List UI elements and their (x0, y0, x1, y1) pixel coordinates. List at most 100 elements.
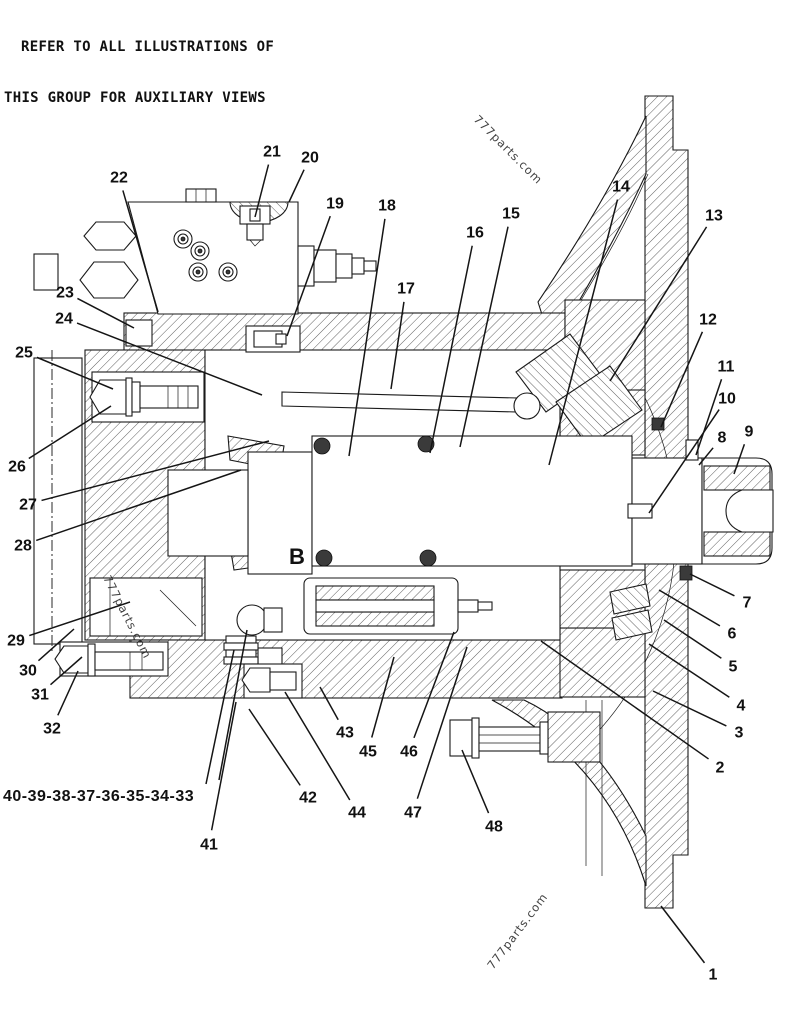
callout-47: 47 (404, 805, 422, 822)
callout-42: 42 (299, 790, 317, 807)
callout-46: 46 (400, 744, 418, 761)
stack-callout: 40-39-38-37-36-35-34-33 (3, 629, 248, 805)
plate-bolt-upper (89, 371, 205, 423)
callout-32: 32 (43, 721, 61, 738)
header-note: REFER TO ALL ILLUSTRATIONS OF THIS GROUP… (4, 5, 274, 141)
callout-leader-30 (37, 628, 75, 662)
callout-9: 9 (745, 424, 754, 441)
callout-leader-28 (35, 469, 242, 542)
callout-27: 27 (19, 497, 37, 514)
output-yoke (701, 457, 774, 565)
callout-30: 30 (19, 663, 37, 680)
callout-22: 22 (110, 170, 128, 187)
callout-28: 28 (14, 538, 32, 555)
callout-leader-46 (413, 631, 455, 739)
callout-20: 20 (301, 150, 319, 167)
drive-shaft (167, 417, 703, 581)
callout-leader-4 (648, 643, 730, 698)
callout-45: 45 (359, 744, 377, 761)
callout-11: 11 (718, 359, 735, 376)
callout-leader-42 (248, 708, 301, 786)
callout-leader-31 (50, 656, 83, 686)
callout-29: 29 (7, 633, 25, 650)
callout-leader-19 (286, 215, 331, 337)
o-ring-seal (419, 549, 437, 567)
callout-leader-43 (319, 686, 339, 721)
callout-48: 48 (485, 819, 503, 836)
callout-leader-44 (284, 691, 351, 801)
callout-leader-24 (76, 322, 263, 396)
callout-10: 10 (718, 391, 736, 408)
callout-leader-5 (663, 619, 722, 659)
callout-leader-6 (658, 589, 721, 627)
callout-31: 31 (31, 687, 49, 704)
callout-leader-8 (698, 447, 714, 466)
callout-25: 25 (15, 345, 33, 362)
stack-callout-label: 40-39-38-37-36-35-34-33 (3, 788, 194, 805)
callout-leader-12 (660, 331, 704, 428)
callout-leader-15 (459, 226, 509, 448)
o-ring-seal (315, 549, 333, 567)
callout-leader-26 (28, 405, 112, 460)
callout-7: 7 (743, 595, 752, 612)
callout-leader-14 (548, 199, 619, 466)
callout-12: 12 (699, 312, 717, 329)
callout-23: 23 (56, 285, 74, 302)
callout-44: 44 (348, 805, 366, 822)
callout-2: 2 (716, 760, 725, 777)
callout-leader-10 (648, 409, 720, 514)
callout-leader-17 (390, 301, 405, 390)
callout-16: 16 (466, 225, 484, 242)
retaining-ring (679, 565, 693, 581)
o-ring-seal (313, 437, 331, 455)
callout-43: 43 (336, 725, 354, 742)
callout-1: 1 (709, 967, 718, 984)
block-screws (173, 229, 238, 282)
watermark-bottom: 777parts.com (484, 890, 550, 972)
callout-14: 14 (612, 179, 630, 196)
callout-leader-25 (36, 356, 114, 390)
o-ring-seal (417, 435, 435, 453)
callout-leader-41 (210, 701, 237, 831)
callout-3: 3 (735, 725, 744, 742)
plate-bolt-lower (54, 641, 169, 677)
callout-17: 17 (397, 281, 415, 298)
callout-leader-13 (609, 226, 708, 382)
callout-leader-20 (288, 169, 305, 203)
callout-18: 18 (378, 198, 396, 215)
callout-leader-11 (695, 379, 723, 456)
callout-19: 19 (326, 196, 344, 213)
callout-leader-16 (429, 245, 473, 454)
band-plug (245, 325, 301, 353)
bell-bolt (449, 711, 601, 763)
housing-bolt-lower-center (241, 663, 303, 699)
callout-leader-23 (77, 297, 135, 329)
header-note-line2: THIS GROUP FOR AUXILIARY VIEWS (4, 90, 266, 106)
callout-leader-32 (57, 670, 79, 716)
watermark-top: 777parts.com (471, 112, 546, 187)
left-mounting-plate (33, 350, 205, 677)
callout-leader-21 (254, 164, 270, 218)
callout-41: 41 (200, 837, 218, 854)
relief-valve (297, 245, 377, 287)
callout-leader-48 (461, 749, 490, 814)
callout-leader-29 (29, 601, 131, 637)
callout-leader-7 (689, 573, 735, 597)
callout-leader-3 (652, 690, 727, 727)
callout-5: 5 (729, 659, 738, 676)
callout-13: 13 (705, 208, 723, 225)
callout-26: 26 (8, 459, 26, 476)
header-note-line1: REFER TO ALL ILLUSTRATIONS OF (21, 39, 275, 55)
callout-leader-45 (371, 656, 395, 738)
callout-leader-18 (348, 218, 386, 457)
callout-leader-9 (733, 443, 746, 475)
callout-4: 4 (737, 698, 746, 715)
callout-24: 24 (55, 311, 73, 328)
section-label-b: B (289, 544, 305, 569)
callout-15: 15 (502, 206, 520, 223)
callout-8: 8 (718, 430, 727, 447)
shaft-pin (627, 503, 653, 519)
